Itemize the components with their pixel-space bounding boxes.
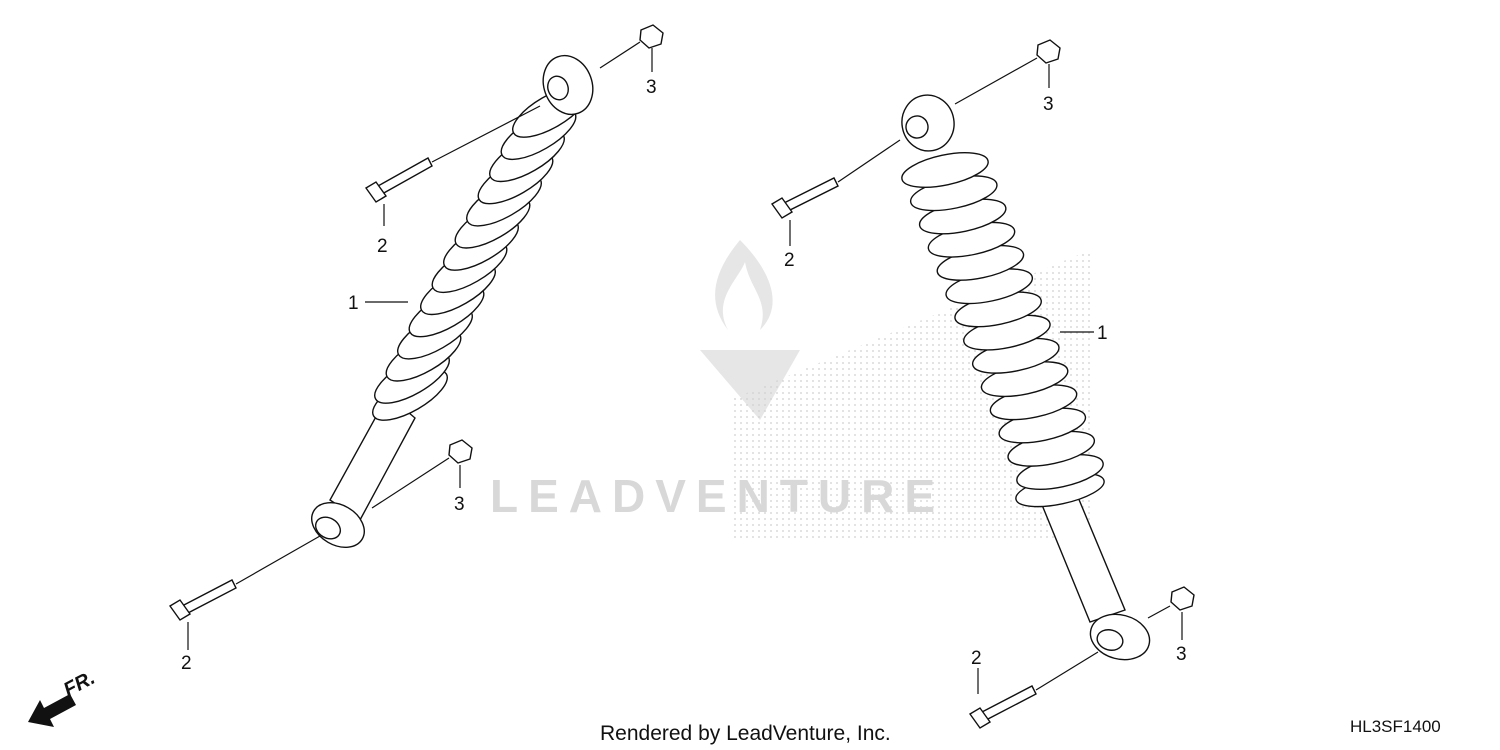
- callout-nut-left-top[interactable]: 3: [646, 77, 657, 98]
- nut-right-bottom[interactable]: [1147, 586, 1195, 619]
- callout-nut-right-bottom[interactable]: 3: [1176, 644, 1187, 665]
- coil-spring-left: [374, 86, 588, 404]
- nut-right-top[interactable]: [954, 39, 1061, 105]
- shock-absorber-left[interactable]: [304, 49, 601, 557]
- callout-shock-right[interactable]: 1: [1097, 323, 1108, 344]
- callout-nut-left-bottom[interactable]: 3: [454, 494, 465, 515]
- nut-left-bottom[interactable]: [371, 439, 473, 509]
- nut-left-top[interactable]: [599, 24, 664, 69]
- spring-coil: [901, 152, 989, 188]
- diagram-code: HL3SF1400: [1350, 717, 1441, 736]
- coil-spring-right: [901, 152, 1104, 490]
- front-direction-arrow-icon: FR.: [28, 667, 99, 727]
- bolt-right-top[interactable]: [770, 139, 901, 219]
- bolt-left-top[interactable]: [364, 105, 541, 203]
- callout-nut-right-top[interactable]: 3: [1043, 94, 1054, 115]
- bolt-right-bottom[interactable]: [968, 651, 1099, 729]
- callout-bolt-left-top[interactable]: 2: [377, 236, 388, 257]
- bolt-left-bottom[interactable]: [168, 535, 321, 621]
- front-direction-label: FR.: [60, 667, 99, 702]
- watermark-text: LEADVENTURE: [490, 470, 945, 522]
- callout-bolt-right-bottom[interactable]: 2: [971, 648, 982, 669]
- callout-shock-left[interactable]: 1: [348, 293, 359, 314]
- shock-absorber-right[interactable]: [898, 91, 1155, 666]
- callout-bolt-left-bottom[interactable]: 2: [181, 653, 192, 674]
- rendered-by-footer: Rendered by LeadVenture, Inc.: [600, 722, 891, 745]
- callout-bolt-right-top[interactable]: 2: [784, 250, 795, 271]
- callout-leaders: [187, 48, 1183, 694]
